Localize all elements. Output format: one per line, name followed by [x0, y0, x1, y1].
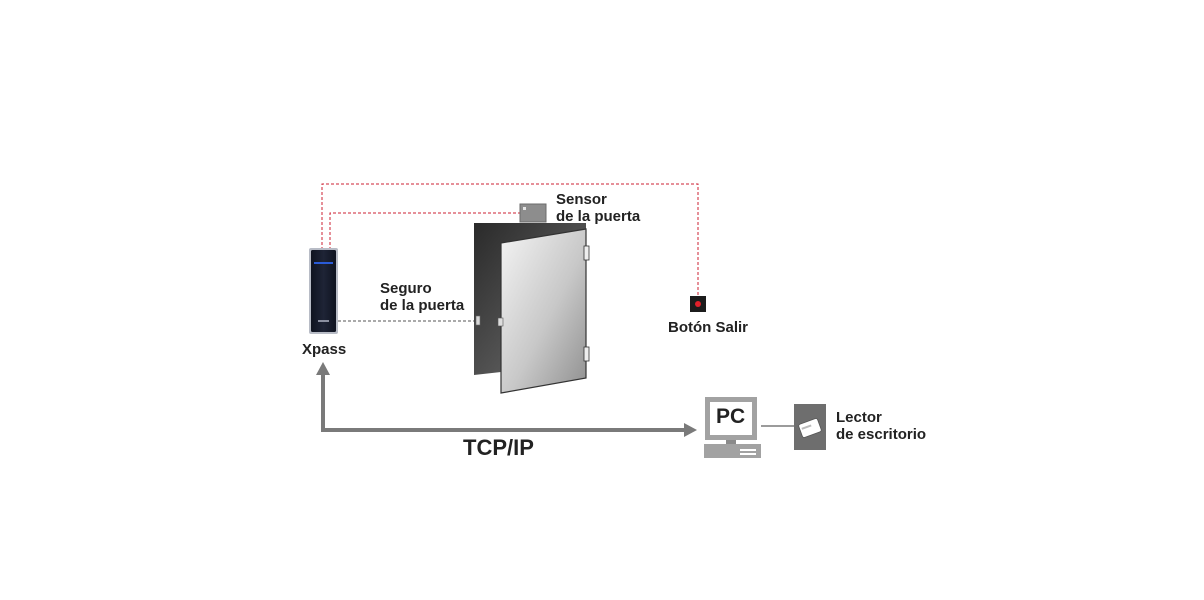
- desktop-reader-label: Lector de escritorio: [836, 409, 926, 443]
- desktop-reader-label-line1: Lector: [836, 409, 882, 426]
- door-lock-label-line2: de la puerta: [380, 297, 465, 314]
- sensor-label-line1: Sensor: [556, 191, 607, 208]
- desktop-reader: [794, 404, 826, 450]
- door-lock-label: Seguro de la puerta: [380, 280, 464, 314]
- pc-screen: [710, 402, 752, 435]
- pc-stand: [726, 440, 736, 444]
- pc-label: PC: [716, 405, 746, 428]
- sensor-label-line2: de la puerta: [556, 208, 641, 225]
- door-sensor: [519, 203, 547, 223]
- desktop-reader-label-line2: de escritorio: [836, 426, 927, 443]
- pc-computer: [704, 397, 761, 458]
- sensor-label: Sensor de la puerta: [556, 191, 640, 225]
- wire-exit-button: [321, 183, 699, 296]
- card-icon: [798, 418, 822, 438]
- door-lock-plate: [497, 317, 504, 327]
- xpass-label: Xpass: [302, 341, 347, 358]
- network-label: TCP/IP: [463, 435, 534, 460]
- door-leaf: [500, 228, 587, 394]
- door-lock-strike: [475, 315, 481, 326]
- exit-button-label: Botón Salir: [668, 319, 749, 336]
- door-hinge-bottom: [583, 346, 590, 362]
- exit-button: [690, 296, 706, 312]
- door-frame: [474, 223, 586, 375]
- door: [474, 223, 590, 394]
- door-lock-label-line1: Seguro: [380, 280, 432, 297]
- xpass-reader: [309, 248, 338, 334]
- wire-door-sensor: [329, 212, 520, 250]
- door-hinge-top: [583, 245, 590, 261]
- network-arrow: [316, 362, 697, 437]
